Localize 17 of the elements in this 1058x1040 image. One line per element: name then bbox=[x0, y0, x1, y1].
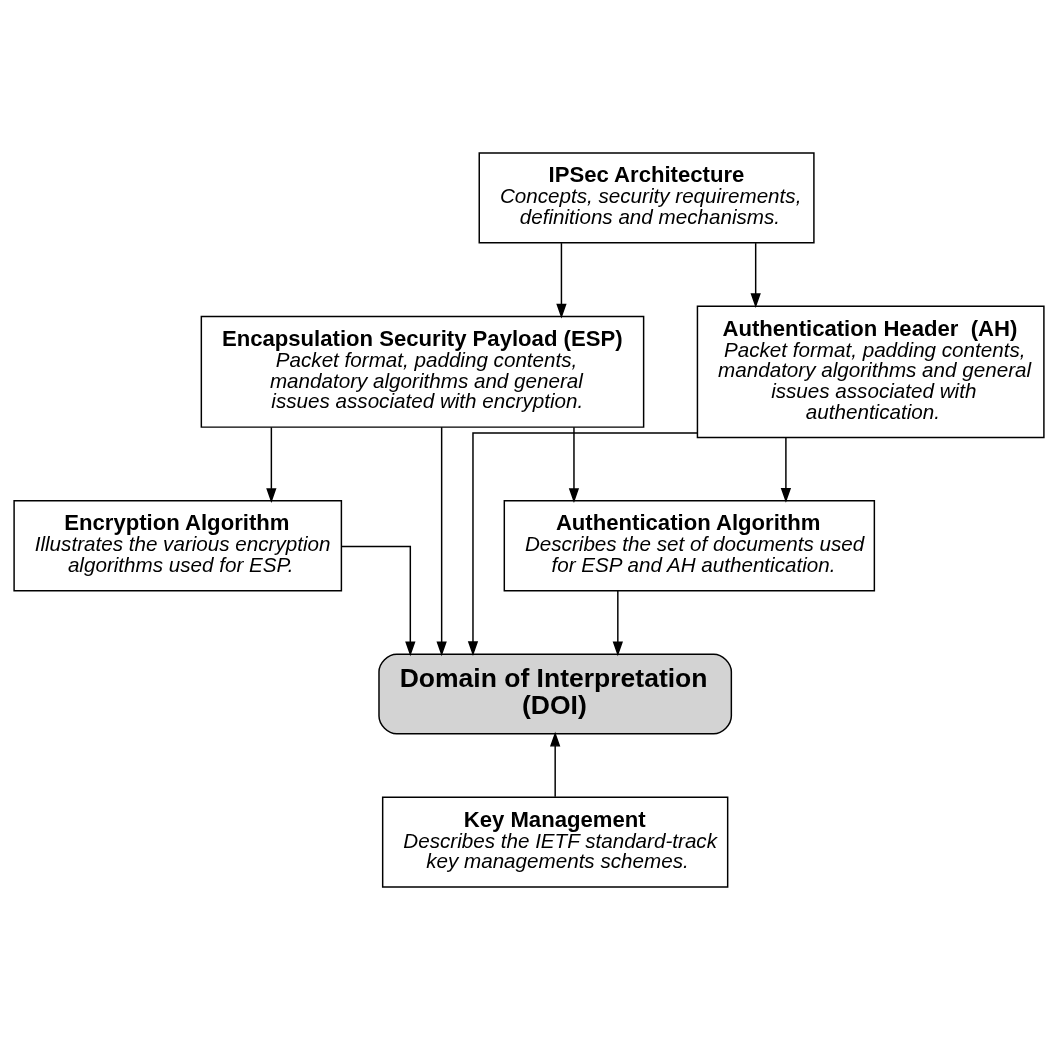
arrow bbox=[750, 242, 761, 309]
node-box: Key Management Describes the IETF standard-track key managements schemes. bbox=[381, 796, 729, 888]
node-box: IPSec Architecture Concepts, security requirements, definitions and mechanisms. bbox=[478, 152, 815, 244]
arrow bbox=[266, 426, 277, 503]
node-box: Authentication Header (AH) Packet format, padding contents, mandatory algorithms and general issues associated with authentication. bbox=[696, 305, 1045, 439]
arrow bbox=[568, 426, 580, 503]
node-box: Domain of Interpretation (DOI) bbox=[378, 653, 733, 735]
node-box: Encryption Algorithm Illustrates the various encryption algorithms used for ESP. bbox=[13, 500, 343, 592]
arrow bbox=[467, 432, 699, 656]
arrow bbox=[780, 436, 792, 503]
arrow bbox=[612, 590, 623, 657]
arrow bbox=[341, 545, 416, 657]
arrow bbox=[550, 731, 561, 798]
arrow bbox=[436, 426, 447, 657]
node-box: Authentication Algorithm Describes the set of documents used for ESP and AH authentication. bbox=[503, 500, 876, 592]
node-box: Encapsulation Security Payload (ESP) Packet format, padding contents, mandatory algorithms and general issues associated with encryption. bbox=[200, 315, 645, 428]
arrow bbox=[556, 242, 567, 319]
